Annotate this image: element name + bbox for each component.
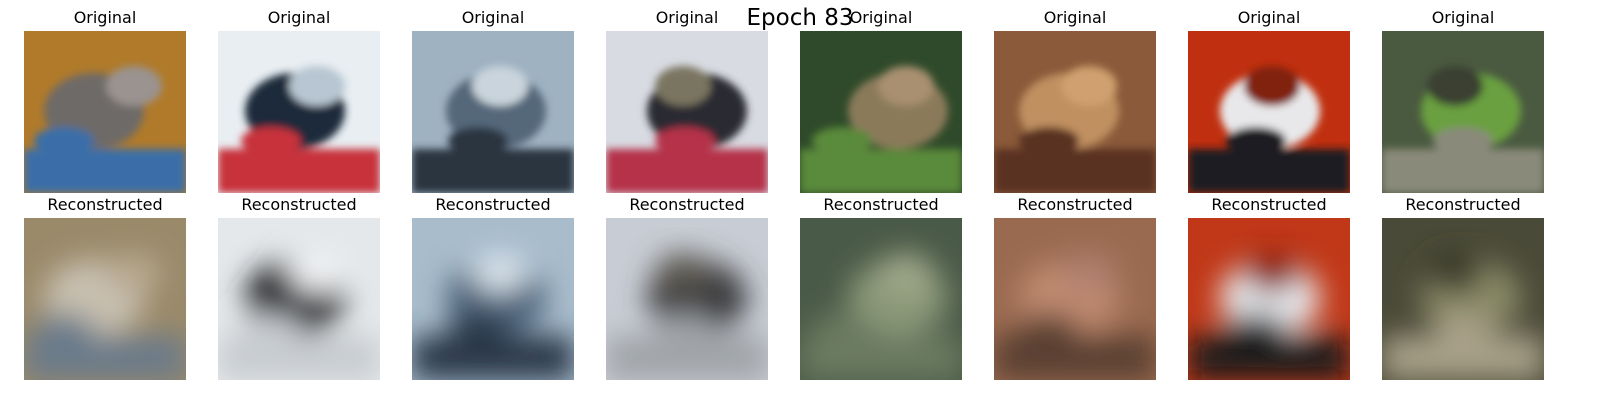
- original-panel-7: Original: [1188, 8, 1350, 193]
- reconstructed-panel-3: Reconstructed: [412, 195, 574, 380]
- reconstructed-panel-1: Reconstructed: [24, 195, 186, 380]
- reconstructed-image: [994, 218, 1156, 380]
- original-image: [218, 31, 380, 193]
- original-image: [1188, 31, 1350, 193]
- reconstructed-label: Reconstructed: [629, 195, 745, 214]
- original-image: [800, 31, 962, 193]
- original-image: [994, 31, 1156, 193]
- reconstructed-panel-7: Reconstructed: [1188, 195, 1350, 380]
- reconstructed-label: Reconstructed: [1017, 195, 1133, 214]
- reconstructed-panel-8: Reconstructed: [1382, 195, 1544, 380]
- reconstructed-label: Reconstructed: [1405, 195, 1521, 214]
- reconstructed-image: [1188, 218, 1350, 380]
- original-panel-5: Original: [800, 8, 962, 193]
- original-panel-4: Original: [606, 8, 768, 193]
- original-image: [24, 31, 186, 193]
- original-image: [606, 31, 768, 193]
- original-image: [412, 31, 574, 193]
- reconstructed-image: [800, 218, 962, 380]
- reconstructed-image: [24, 218, 186, 380]
- original-label: Original: [461, 8, 525, 27]
- reconstructed-image: [218, 218, 380, 380]
- reconstructed-label: Reconstructed: [435, 195, 551, 214]
- original-panel-1: Original: [24, 8, 186, 193]
- reconstructed-panel-4: Reconstructed: [606, 195, 768, 380]
- original-label: Original: [849, 8, 913, 27]
- original-panel-6: Original: [994, 8, 1156, 193]
- reconstructed-label: Reconstructed: [823, 195, 939, 214]
- original-panel-3: Original: [412, 8, 574, 193]
- reconstructed-label: Reconstructed: [47, 195, 163, 214]
- original-label: Original: [1431, 8, 1495, 27]
- reconstructed-image: [412, 218, 574, 380]
- original-label: Original: [267, 8, 331, 27]
- reconstructed-panel-2: Reconstructed: [218, 195, 380, 380]
- original-panel-2: Original: [218, 8, 380, 193]
- original-label: Original: [1043, 8, 1107, 27]
- original-panel-8: Original: [1382, 8, 1544, 193]
- reconstructed-image: [1382, 218, 1544, 380]
- reconstructed-panel-5: Reconstructed: [800, 195, 962, 380]
- reconstructed-image: [606, 218, 768, 380]
- original-image: [1382, 31, 1544, 193]
- original-label: Original: [1237, 8, 1301, 27]
- original-label: Original: [655, 8, 719, 27]
- reconstructed-panel-6: Reconstructed: [994, 195, 1156, 380]
- reconstructed-label: Reconstructed: [241, 195, 357, 214]
- reconstructed-label: Reconstructed: [1211, 195, 1327, 214]
- original-label: Original: [73, 8, 137, 27]
